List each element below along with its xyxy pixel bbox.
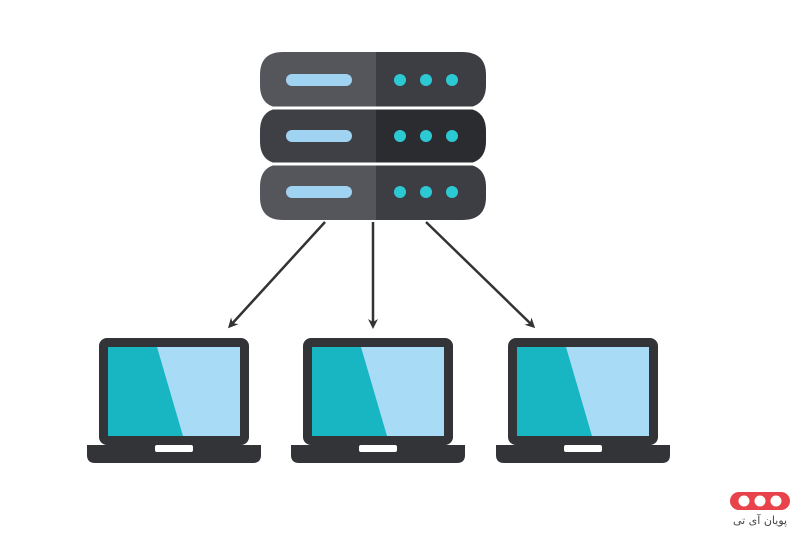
arrow-left	[227, 221, 326, 329]
laptop-icon-1	[87, 338, 261, 463]
status-led	[420, 74, 432, 86]
status-led	[394, 130, 406, 142]
laptop-icon-3	[496, 338, 670, 463]
status-led	[394, 186, 406, 198]
drive-slot-1	[286, 74, 352, 86]
drive-slot-2	[286, 130, 352, 142]
server-rack-icon	[260, 52, 486, 220]
logo-mark-icon	[730, 492, 790, 510]
trackpad	[155, 445, 193, 452]
server-unit-2	[260, 108, 486, 164]
laptop-icon-2	[291, 338, 465, 463]
status-led	[394, 74, 406, 86]
status-led	[420, 130, 432, 142]
trackpad	[359, 445, 397, 452]
brand-logo: پویان آی تی	[728, 490, 798, 532]
logo-text: پویان آی تی	[732, 514, 788, 527]
arrow-right	[425, 221, 536, 329]
status-led	[446, 74, 458, 86]
drive-slot-3	[286, 186, 352, 198]
trackpad	[564, 445, 602, 452]
status-led	[446, 186, 458, 198]
status-led	[420, 186, 432, 198]
status-led	[446, 130, 458, 142]
server-unit-3	[260, 164, 486, 220]
server-unit-1	[260, 52, 486, 108]
